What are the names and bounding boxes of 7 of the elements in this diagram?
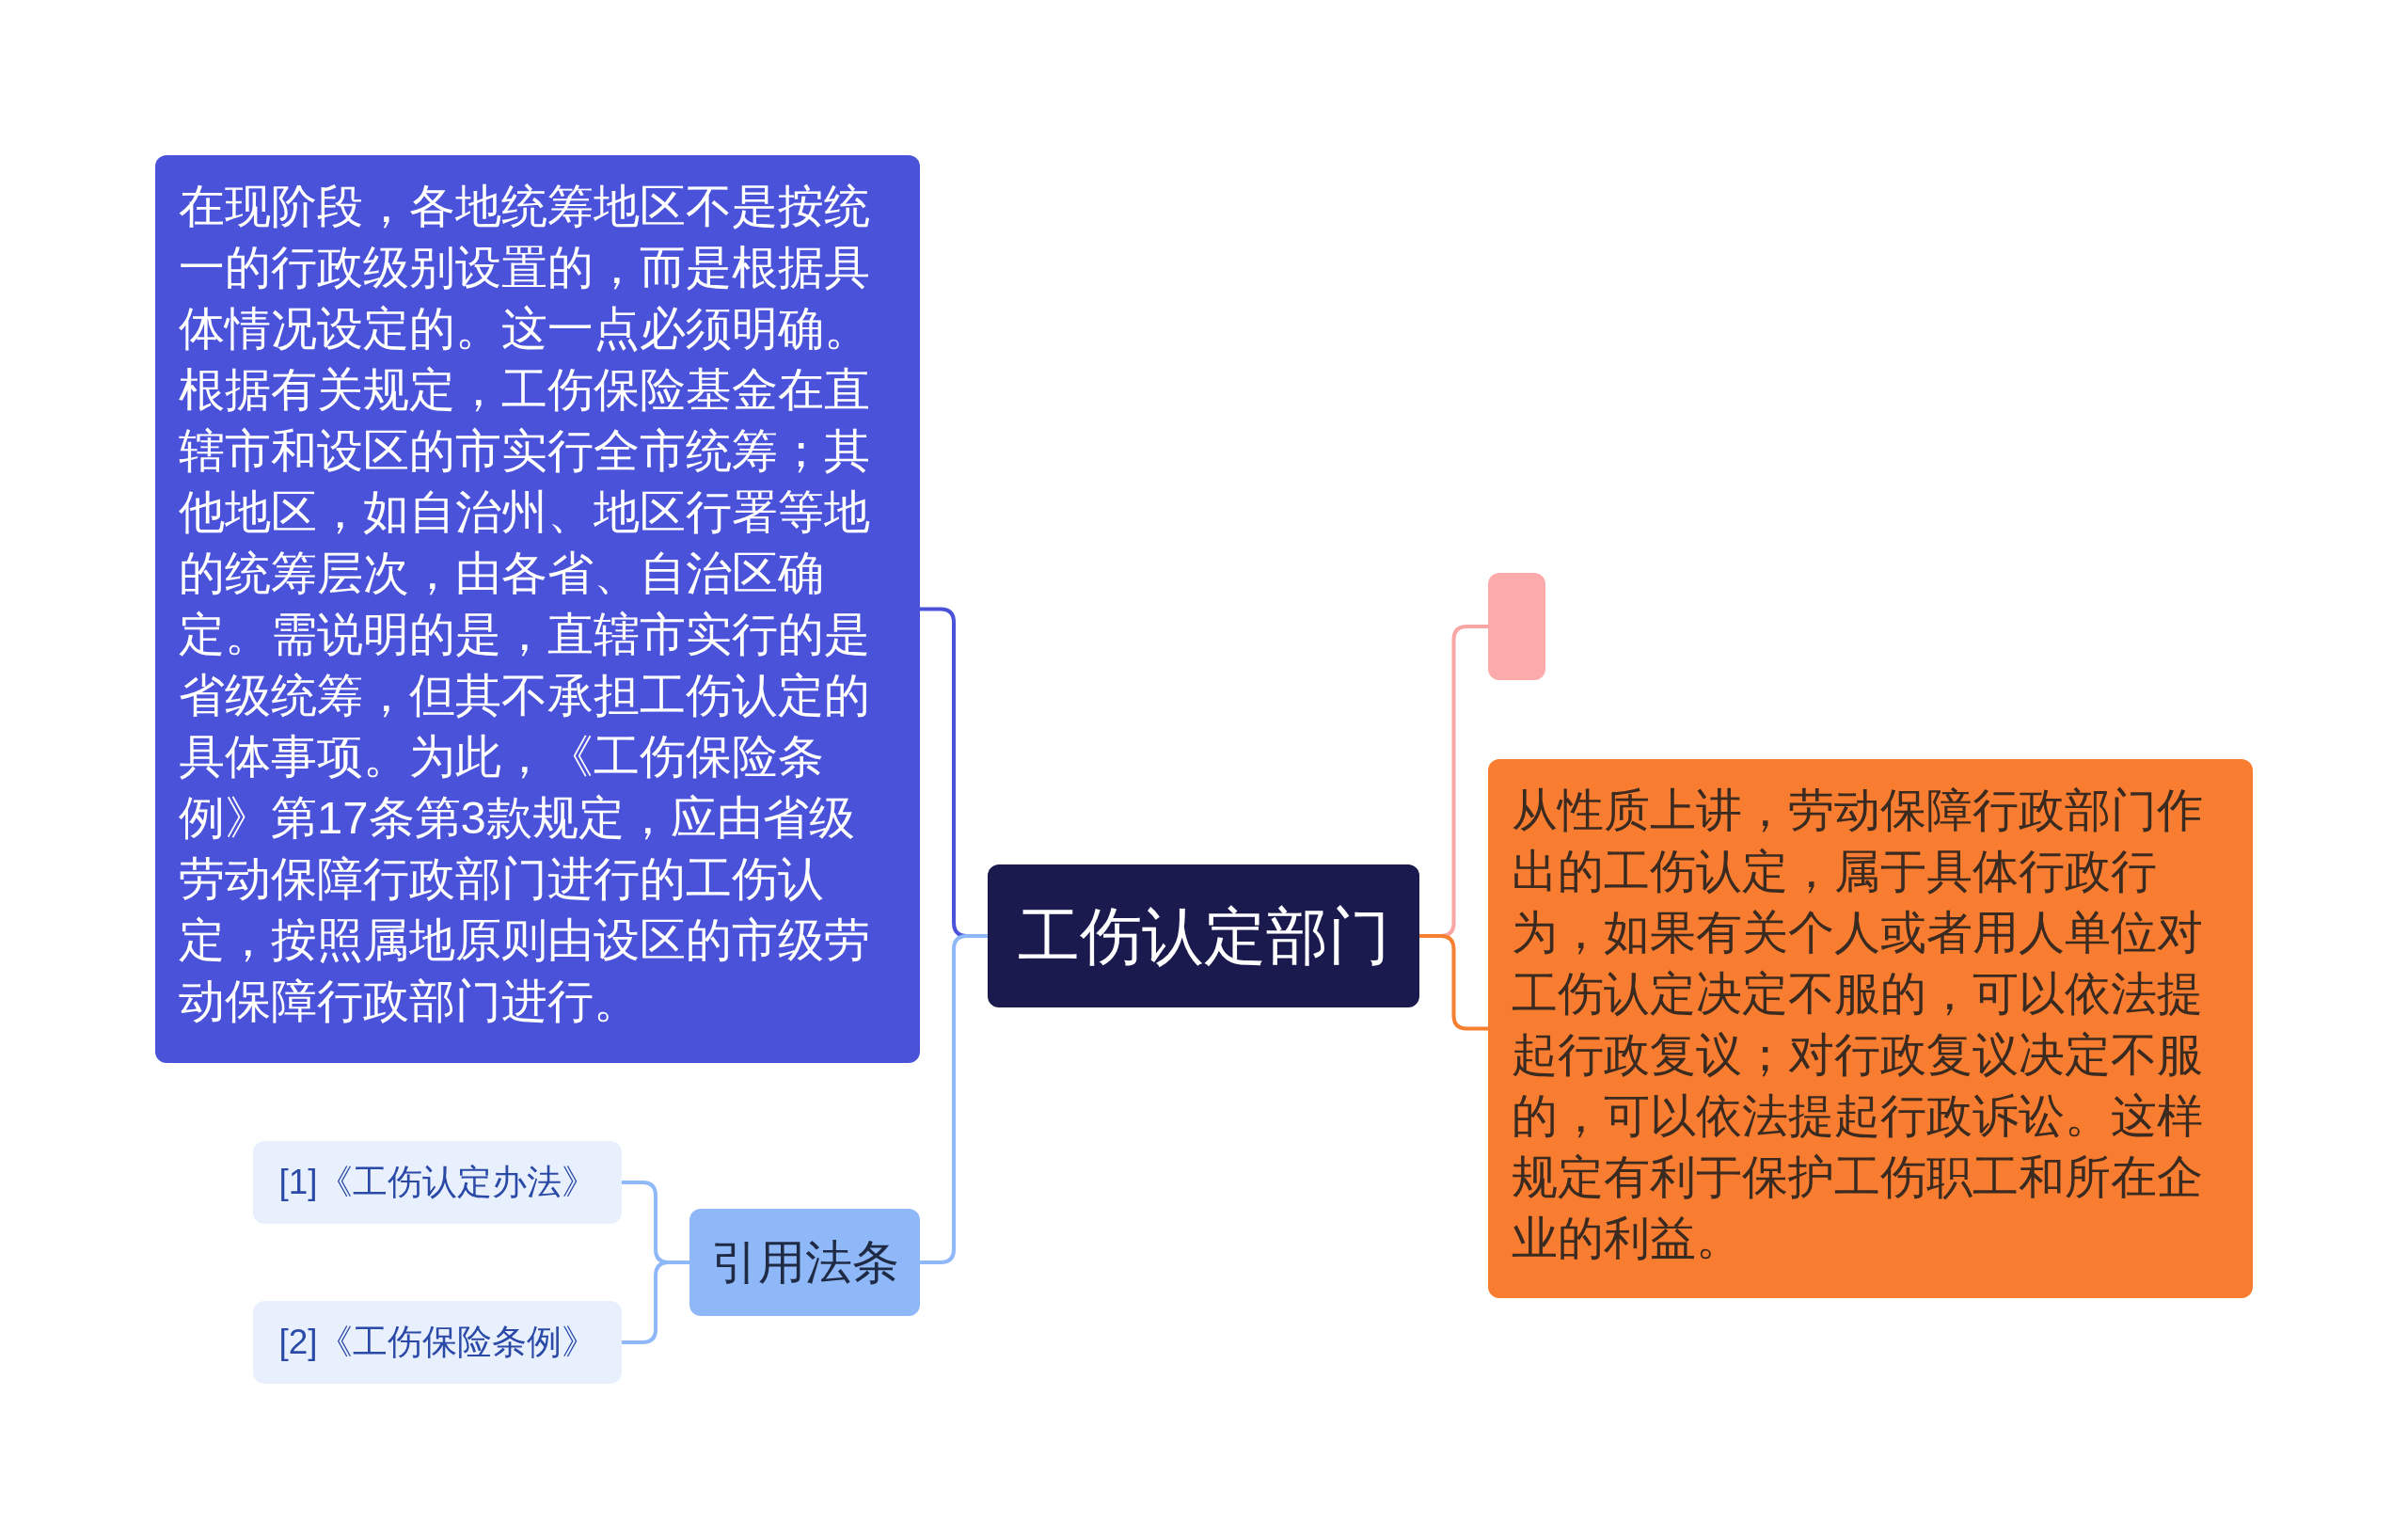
topic-box: 工伤认定部门 xyxy=(988,864,1419,1007)
text-box: 在现阶段，各地统筹地区不是按统一的行政级别设置的，而是根据具体情况设定的。这一点必须明确。根据有关规定，工伤保险基金在直辖市和设区的市实行全市统筹；其他地区，如自治州、地区行署等地的统筹层次，由各省、自治区确定。需说明的是，直辖市实行的是省级统筹，但其不承担工伤认定的具体事项。为此，《工伤保险条例》第17条第3款规定，应由省级劳动保障行政部门进行的工伤认定，按照属地原则由设区的市级劳动保障行政部门进行。 xyxy=(155,155,920,1063)
reference-box: [2]《工伤保险条例》 xyxy=(253,1301,622,1384)
reference-box: [1]《工伤认定办法》 xyxy=(253,1141,622,1224)
topic-box: 引用法条 xyxy=(689,1209,920,1316)
empty-box xyxy=(1488,573,1545,680)
text-box: 从性质上讲，劳动保障行政部门作出的工伤认定，属于具体行政行为，如果有关个人或者用人单位对工伤认定决定不服的，可以依法提起行政复议；对行政复议决定不服的，可以依法提起行政诉讼。这样规定有利于保护工伤职工和所在企业的利益。 xyxy=(1488,759,2253,1298)
